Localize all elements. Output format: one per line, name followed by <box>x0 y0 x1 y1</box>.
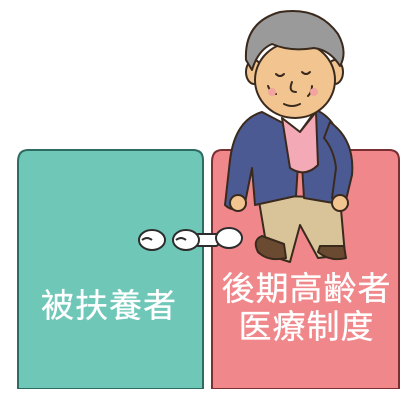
door-left <box>17 149 204 390</box>
door-chain <box>138 227 243 251</box>
door-left-label-text: 被扶養者 <box>41 286 177 325</box>
door-right-label-line1: 後期高齢者 <box>221 269 392 308</box>
door-left-label: 被扶養者 <box>18 286 200 325</box>
door-right-label-line2: 医療制度 <box>238 306 375 346</box>
door-right-label: 後期高齢者 医療制度 <box>214 269 399 346</box>
elderly-man <box>224 10 354 263</box>
